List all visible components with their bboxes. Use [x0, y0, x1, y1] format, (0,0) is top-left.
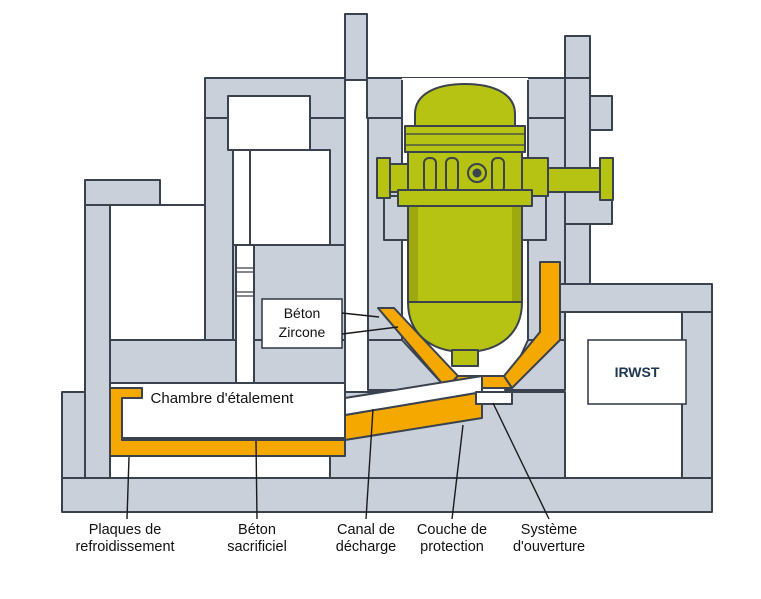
- room-left: [109, 204, 206, 341]
- canal-label-line2: décharge: [336, 539, 396, 555]
- canal-label-line1: Canal de: [337, 522, 395, 538]
- right-floor-band: [559, 283, 713, 313]
- irwst-label: IRWST: [615, 364, 660, 380]
- couche-label-line1: Couche de: [417, 522, 487, 538]
- canal-leader: [365, 408, 374, 520]
- top-protrusion-right: [564, 35, 591, 81]
- left-column: [204, 117, 234, 341]
- top-protrusion-left: [344, 13, 368, 81]
- vessel-support-ring: [397, 189, 533, 207]
- systeme-label-line2: d'ouverture: [513, 539, 585, 555]
- couche-leader: [451, 424, 464, 520]
- couche-label-line2: protection: [420, 539, 484, 555]
- irwst-tank: [587, 339, 687, 405]
- beton-zircone-leader-2: [341, 326, 399, 335]
- plaques-leader: [126, 456, 130, 520]
- lifting-ring-hole: [472, 168, 482, 178]
- plaques-label-line1: Plaques de: [89, 522, 162, 538]
- systeme-leader: [492, 402, 550, 520]
- chamber-lining: [109, 387, 346, 457]
- beton-zircone-leader-1: [341, 312, 380, 318]
- left-step-top: [84, 179, 161, 206]
- vessel-shade-left: [409, 207, 418, 301]
- left-nozzle-flange: [376, 157, 391, 199]
- left-outer-step: [61, 391, 86, 479]
- beton-sacrificiel-label-line1: Béton: [238, 522, 276, 538]
- pipe-end-flange: [599, 157, 614, 201]
- beton-sacrificiel-label-line2: sacrificiel: [227, 539, 287, 555]
- flange-detail-lines: [405, 133, 525, 146]
- vessel-shade-right: [512, 207, 521, 301]
- vessel-main-body: [407, 205, 523, 303]
- spreading-chamber: [109, 382, 346, 439]
- left-outer-wall: [84, 179, 111, 481]
- opening-gate: [475, 391, 513, 405]
- funnel-right-column: [503, 261, 561, 389]
- room-upper: [227, 95, 311, 151]
- vertical-duct: [235, 244, 255, 386]
- upper-step-right: [589, 95, 613, 131]
- stud-3: [491, 157, 505, 193]
- reactor-vessel: [376, 83, 614, 367]
- room-middle: [249, 149, 331, 246]
- stud-1: [423, 157, 437, 193]
- beton-zircone-label-line2: Zircone: [279, 324, 326, 340]
- stud-2: [445, 157, 459, 193]
- outlet-pipe: [547, 167, 601, 193]
- beton-zircone-label-line1: Béton: [284, 305, 321, 321]
- left-nozzle-stub: [389, 163, 409, 193]
- vessel-bottom-outlet: [451, 349, 479, 367]
- duct-joint-marks: [237, 267, 253, 297]
- plaques-label-line2: refroidissement: [75, 539, 174, 555]
- right-outer-wall: [681, 311, 713, 483]
- beton-zircone-box: [261, 298, 343, 349]
- beton-sacrificiel-leader: [255, 440, 258, 520]
- vessel-head-flange: [404, 125, 526, 153]
- vessel-dome: [414, 83, 516, 129]
- basemat-slab: [61, 477, 713, 513]
- systeme-label-line1: Système: [521, 522, 577, 538]
- chamber-label: Chambre d'étalement: [151, 390, 295, 407]
